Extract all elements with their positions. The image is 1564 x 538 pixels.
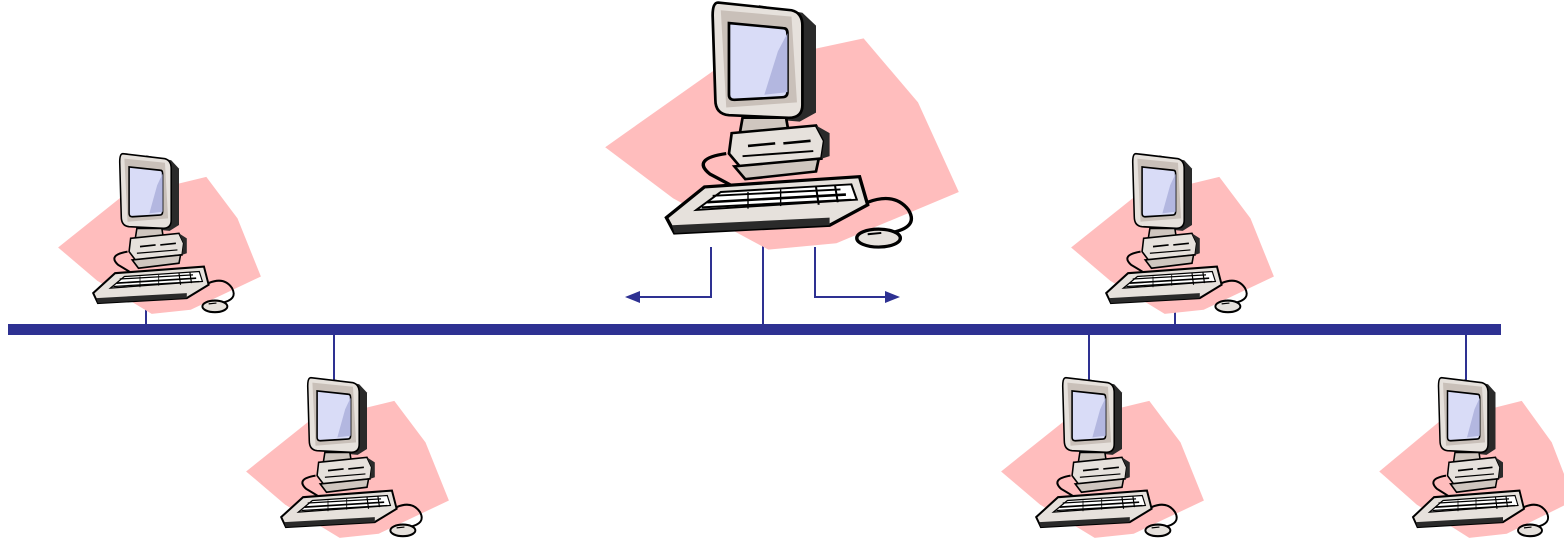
- signal-arrow-right-icon: [814, 247, 900, 303]
- desktop-computer-icon-sender: [603, 0, 961, 252]
- desktop-computer-icon-bottom-2: [1000, 376, 1205, 538]
- desktop-computer-icon-bottom-3: [1378, 376, 1564, 538]
- signal-arrow-left-icon: [625, 247, 712, 303]
- bus-backbone: [8, 324, 1501, 335]
- desktop-computer-icon-top-left: [57, 152, 262, 315]
- desktop-computer-icon-bottom-1: [245, 376, 450, 538]
- desktop-computer-icon-top-right: [1070, 152, 1275, 315]
